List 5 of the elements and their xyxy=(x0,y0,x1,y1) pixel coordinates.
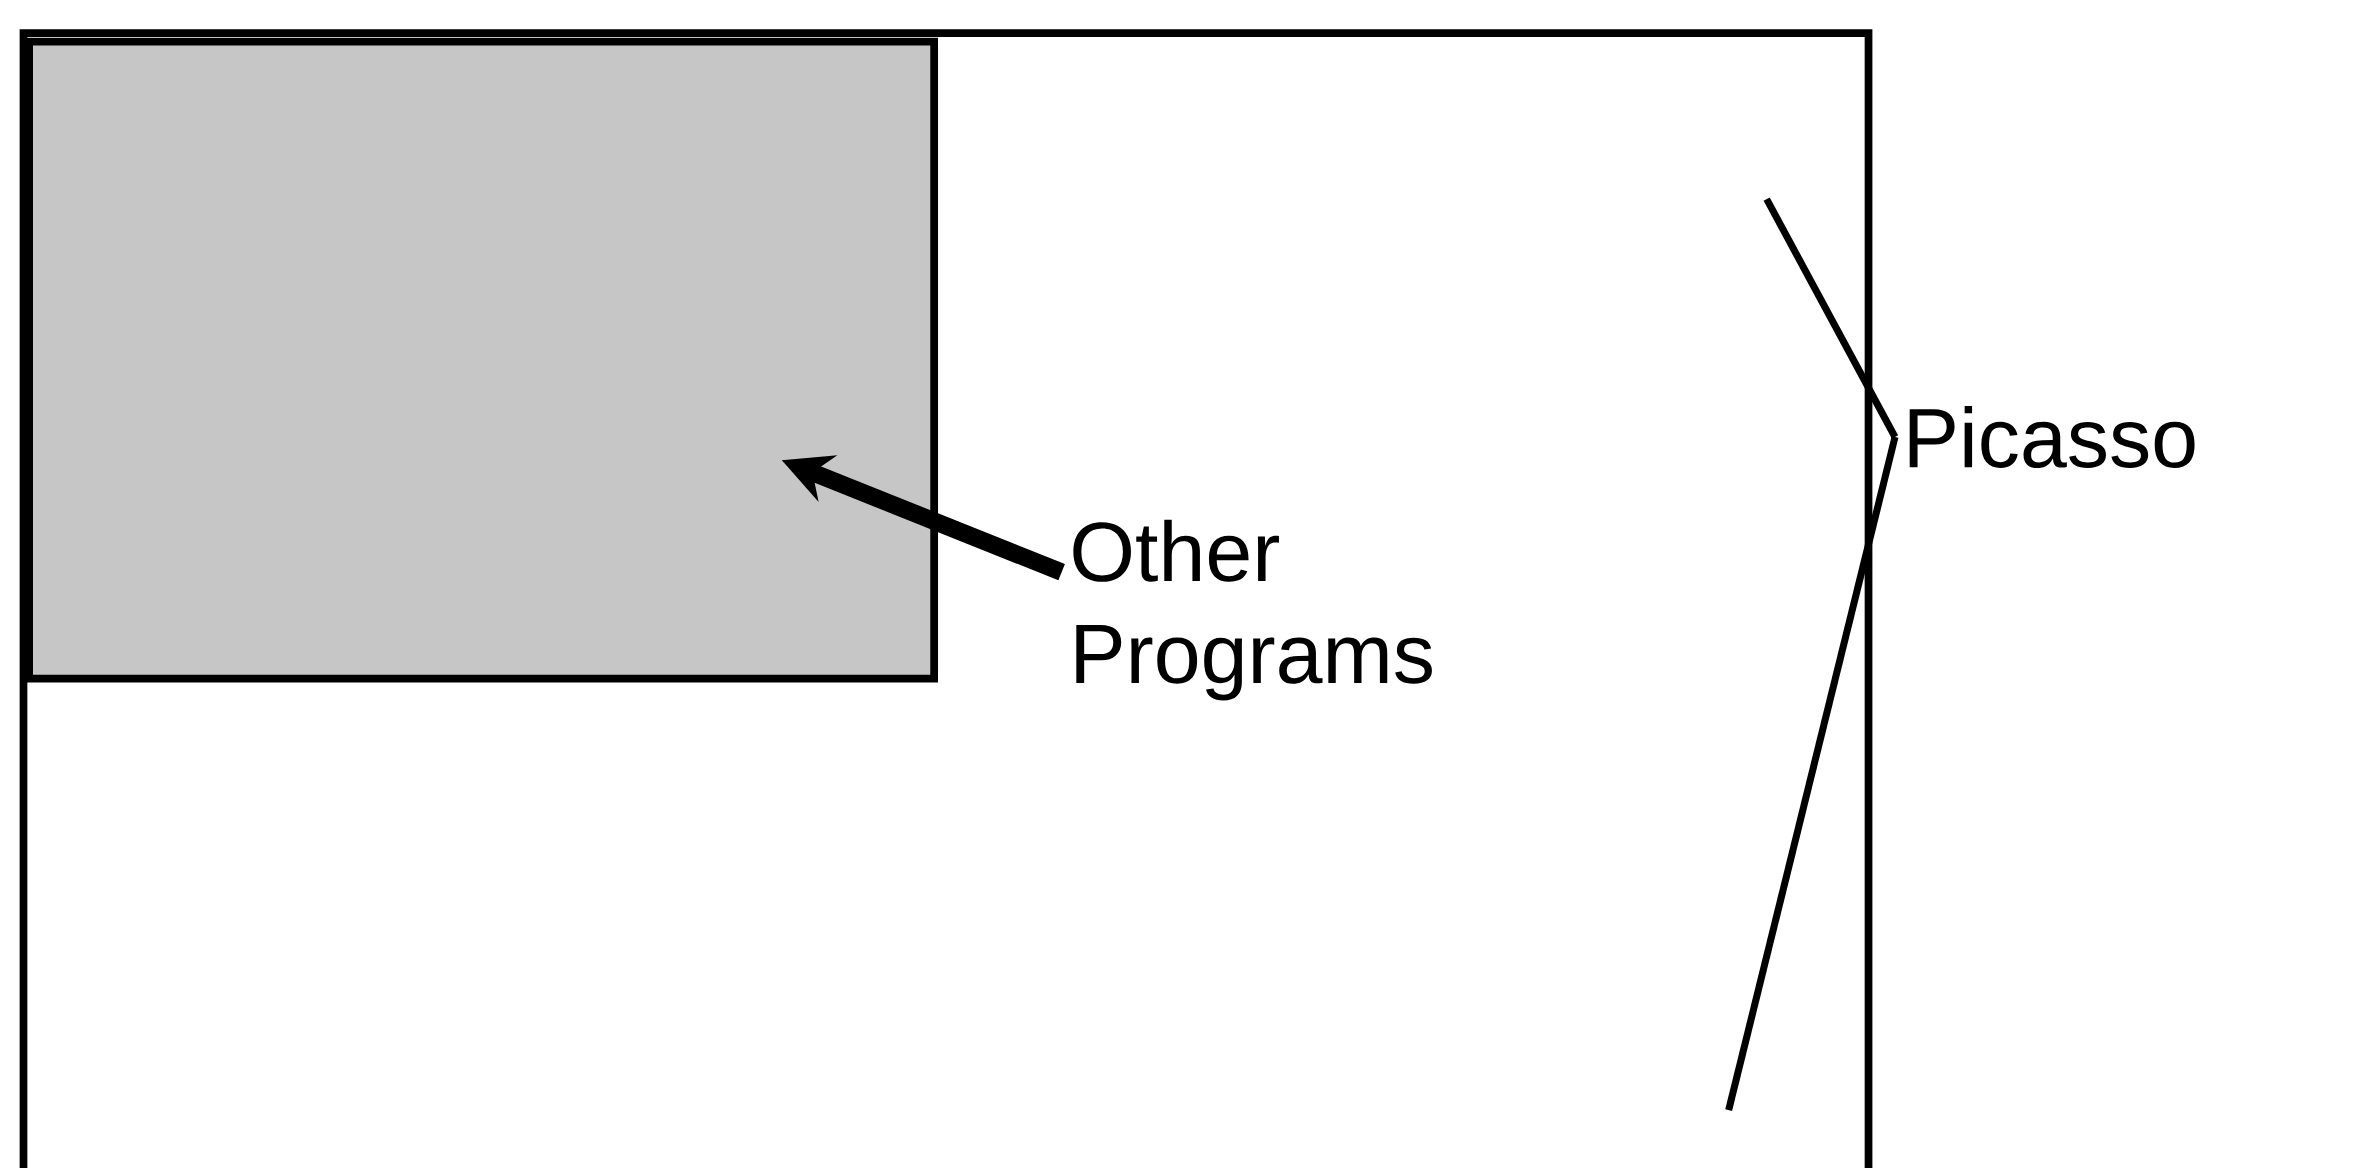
label-text: Picasso xyxy=(1909,406,2195,468)
label-text: Other Programs xyxy=(1073,519,1432,701)
leader-line xyxy=(1763,197,1899,439)
leader-line xyxy=(1725,436,1899,1111)
shaded-region xyxy=(25,37,938,683)
